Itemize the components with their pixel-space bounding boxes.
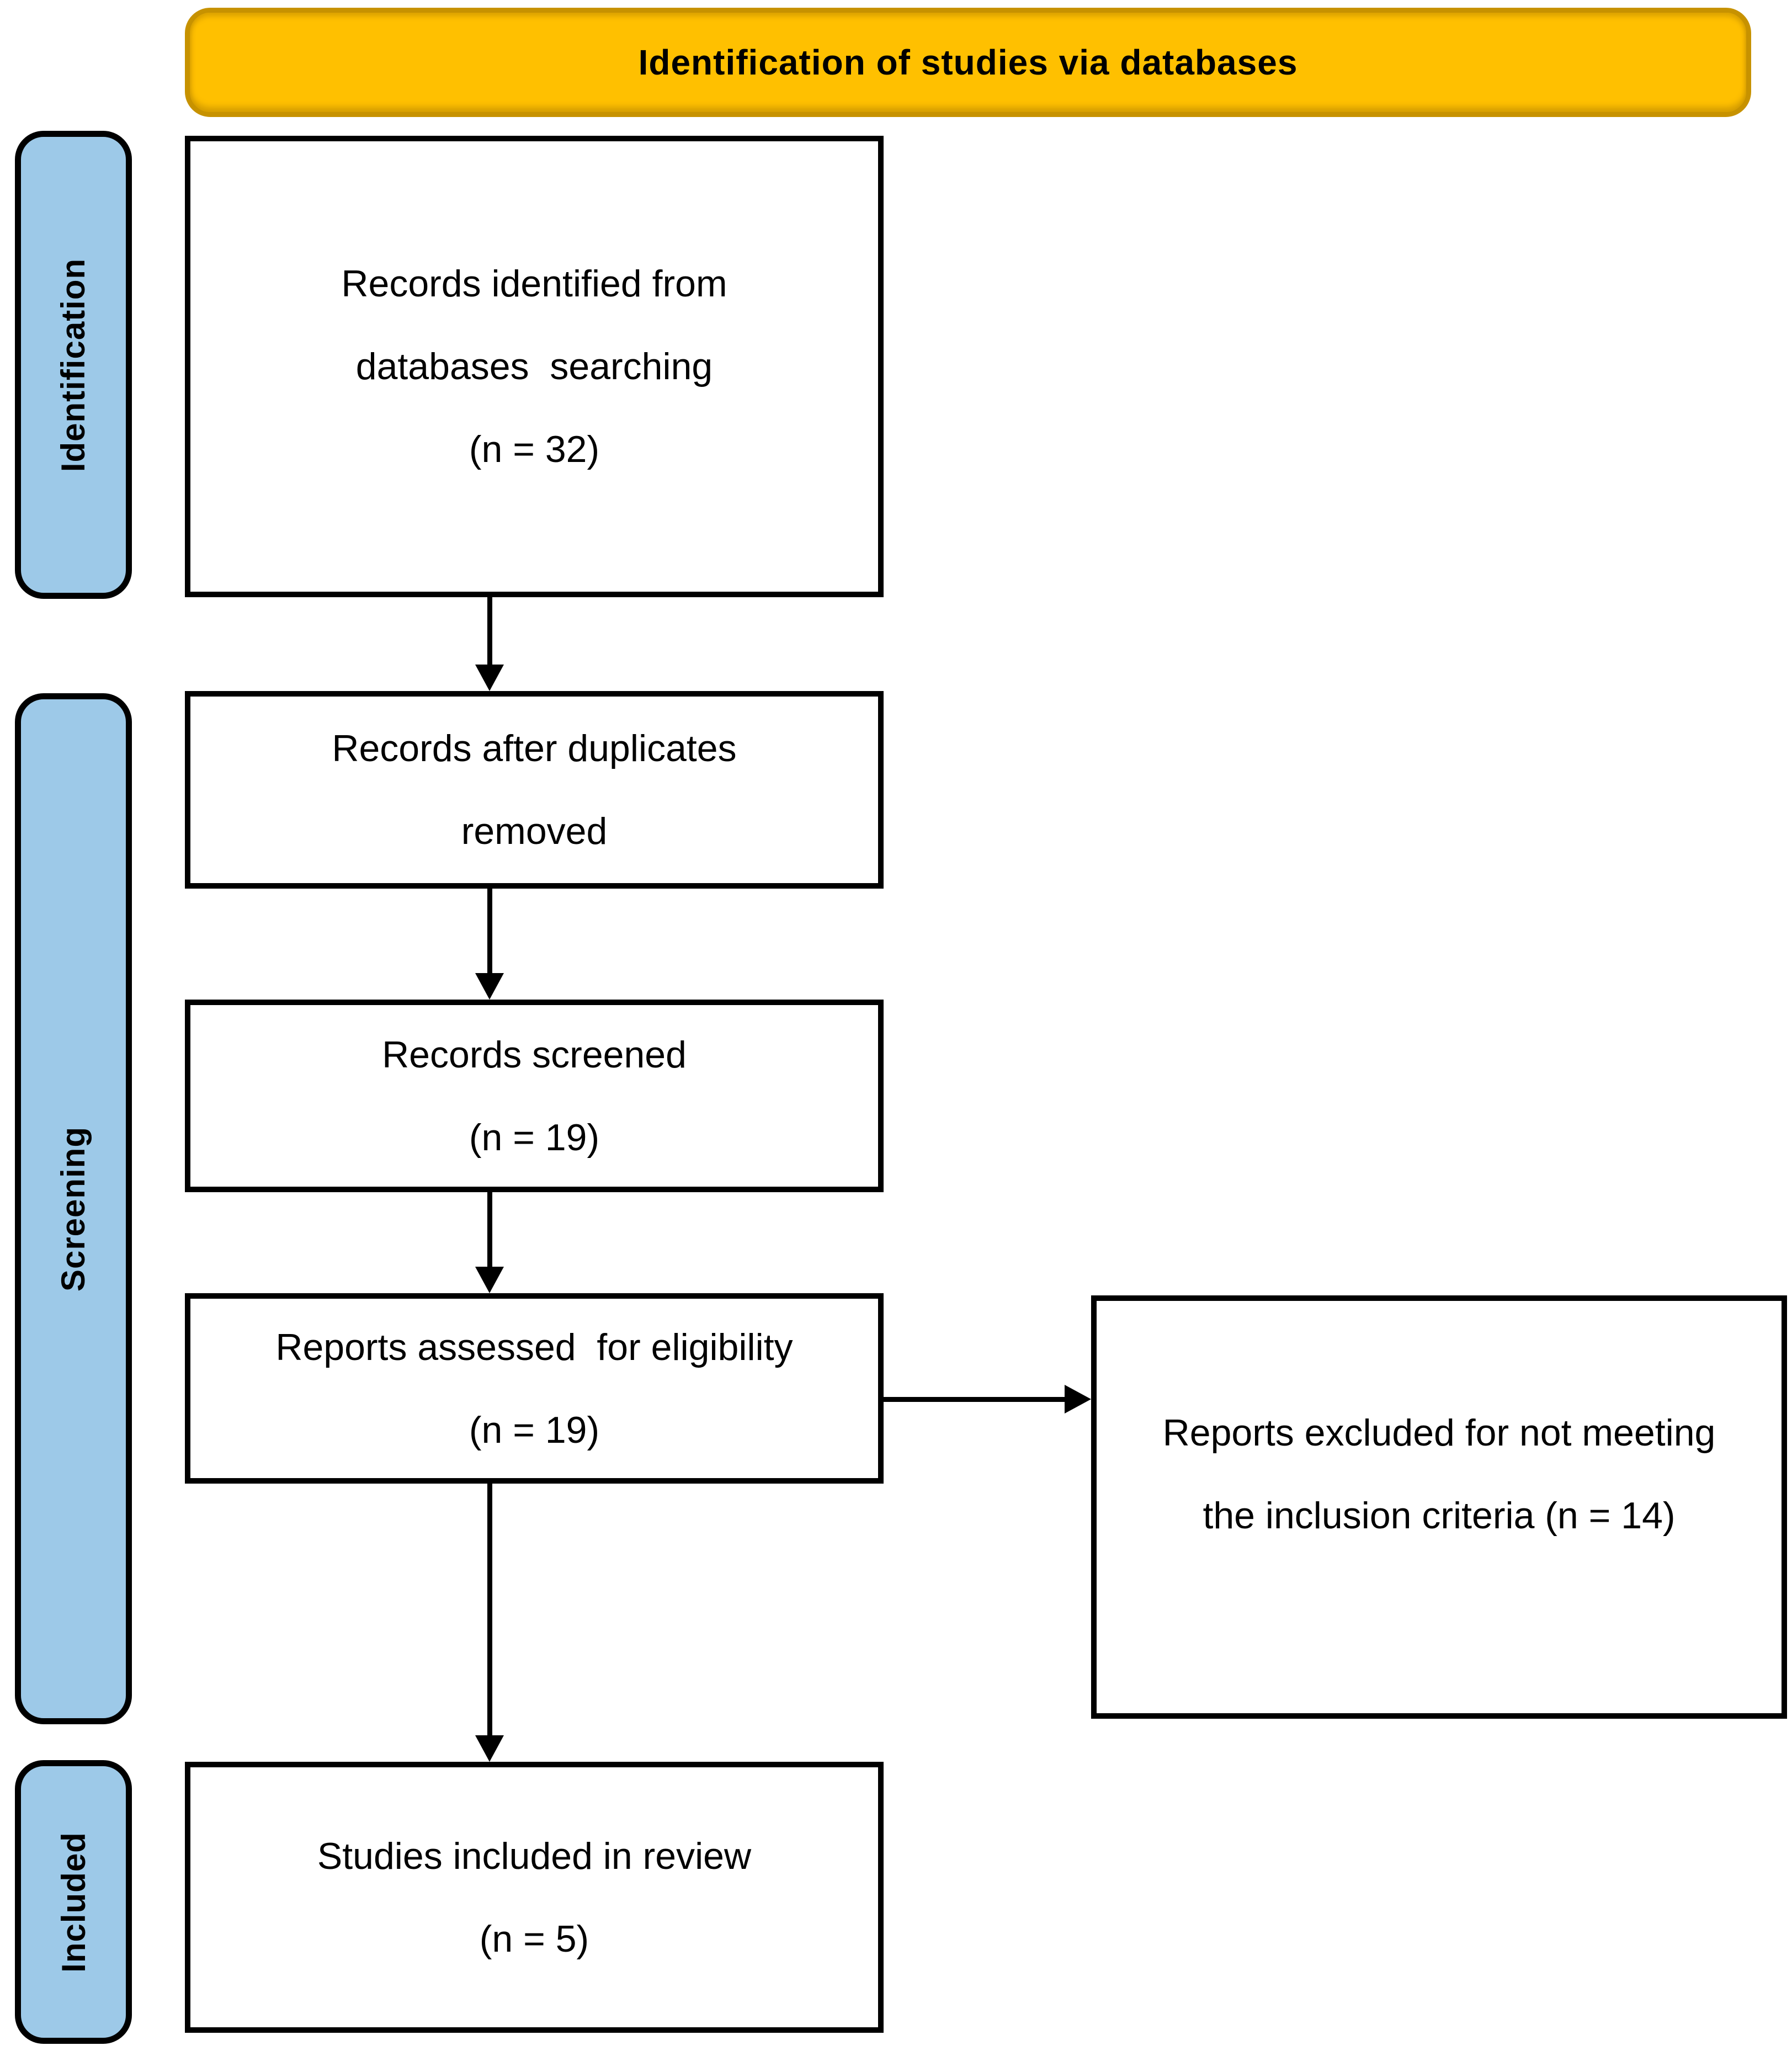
box-line: Records after duplicates <box>332 727 737 769</box>
arrow-down-icon <box>475 1267 504 1293</box>
arrow-down-icon <box>475 665 504 691</box>
arrow-shaft <box>487 1192 492 1267</box>
flow-box-records-screened: Records screened (n = 19) <box>185 1000 884 1192</box>
flow-box-records-identified: Records identified from databases search… <box>185 136 884 597</box>
stage-label-identification: Identification <box>15 131 132 599</box>
flow-box-reports-assessed: Reports assessed for eligibility (n = 19… <box>185 1293 884 1484</box>
box-line: Records identified from <box>341 263 727 305</box>
flow-box-reports-excluded: Reports excluded for not meeting the inc… <box>1091 1295 1787 1719</box>
arrow-shaft <box>487 889 492 973</box>
stage-label-included-text: Included <box>55 1831 92 1973</box>
box-line: Studies included in review <box>317 1835 752 1877</box>
box-line: databases searching <box>355 346 713 387</box>
arrow-shaft <box>487 1484 492 1735</box>
arrow-shaft <box>884 1396 1065 1402</box>
stage-label-screening: Screening <box>15 693 132 1724</box>
box-line: Records screened <box>382 1033 687 1076</box>
box-line: Reports excluded for not meeting <box>1162 1411 1716 1454</box>
box-line: removed <box>461 810 608 852</box>
box-line: (n = 19) <box>469 1116 600 1159</box>
stage-label-screening-text: Screening <box>55 1126 92 1292</box>
arrow-identified-to-duplicates <box>475 597 504 691</box>
banner-title: Identification of studies via databases <box>638 42 1298 82</box>
arrow-shaft <box>487 597 492 665</box>
arrow-screened-to-assessed <box>475 1192 504 1293</box>
box-line: Reports assessed for eligibility <box>275 1326 793 1368</box>
box-line: (n = 19) <box>469 1409 600 1451</box>
flow-box-duplicates-removed: Records after duplicates removed <box>185 691 884 889</box>
arrow-assessed-to-included <box>475 1484 504 1762</box>
box-line: (n = 32) <box>469 428 600 470</box>
stage-label-included: Included <box>15 1760 132 2044</box>
arrow-down-icon <box>475 973 504 1000</box>
banner-identification-of-studies: Identification of studies via databases <box>185 8 1751 117</box>
arrow-down-icon <box>475 1735 504 1762</box>
arrow-duplicates-to-screened <box>475 889 504 1000</box>
flow-box-studies-included: Studies included in review (n = 5) <box>185 1762 884 2033</box>
stage-label-identification-text: Identification <box>55 258 92 472</box>
box-line: the inclusion criteria (n = 14) <box>1203 1494 1676 1537</box>
box-line: (n = 5) <box>479 1917 589 1960</box>
arrow-assessed-to-excluded <box>884 1385 1091 1414</box>
arrow-right-icon <box>1065 1385 1091 1414</box>
